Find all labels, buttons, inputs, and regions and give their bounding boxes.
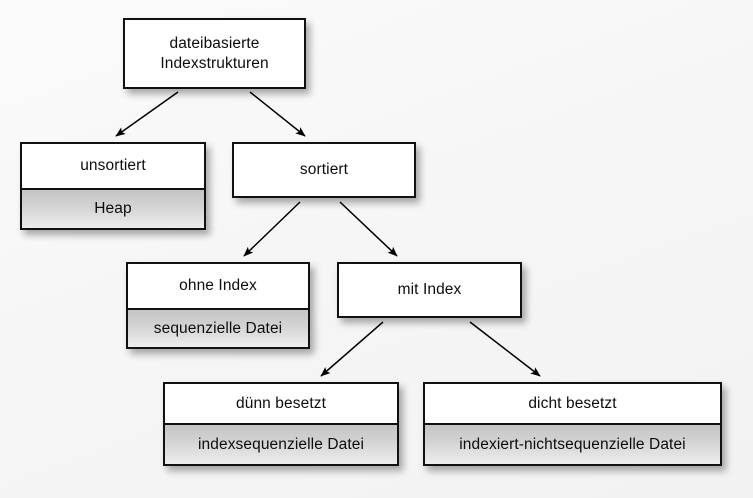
- node-title: sortiert: [234, 144, 414, 196]
- node-title: dateibasierte Indexstrukturen: [125, 20, 304, 87]
- node-title: unsortiert: [22, 144, 204, 188]
- edge-sortiert-to-mit-index: [339, 201, 398, 257]
- node-mit-index[interactable]: mit Index: [337, 262, 522, 318]
- node-dateibasierte-indexstrukturen[interactable]: dateibasierte Indexstrukturen: [123, 18, 306, 89]
- node-ohne-index[interactable]: ohne Index sequenzielle Datei: [126, 262, 310, 349]
- edge-root-to-unsortiert: [115, 91, 179, 137]
- node-dicht-besetzt[interactable]: dicht besetzt indexiert-nichtsequenziell…: [423, 382, 722, 466]
- node-subtitle-indexiert-nichtsequenzielle-datei: indexiert-nichtsequenzielle Datei: [425, 423, 720, 464]
- edge-mit-index-to-duenn-besetzt: [320, 321, 384, 377]
- node-sortiert[interactable]: sortiert: [232, 142, 416, 198]
- node-subtitle-heap: Heap: [22, 188, 204, 228]
- edge-root-to-sortiert: [249, 91, 306, 137]
- node-title: dünn besetzt: [165, 384, 397, 423]
- edge-sortiert-to-ohne-index: [243, 201, 301, 257]
- edge-mit-index-to-dicht-besetzt: [469, 321, 541, 377]
- node-subtitle-sequenzielle-datei: sequenzielle Datei: [128, 308, 308, 347]
- node-subtitle-indexsequenzielle-datei: indexsequenzielle Datei: [165, 423, 397, 464]
- node-title: dicht besetzt: [425, 384, 720, 423]
- node-duenn-besetzt[interactable]: dünn besetzt indexsequenzielle Datei: [163, 382, 399, 466]
- node-title: ohne Index: [128, 264, 308, 308]
- node-unsortiert[interactable]: unsortiert Heap: [20, 142, 206, 230]
- node-title: mit Index: [339, 264, 520, 316]
